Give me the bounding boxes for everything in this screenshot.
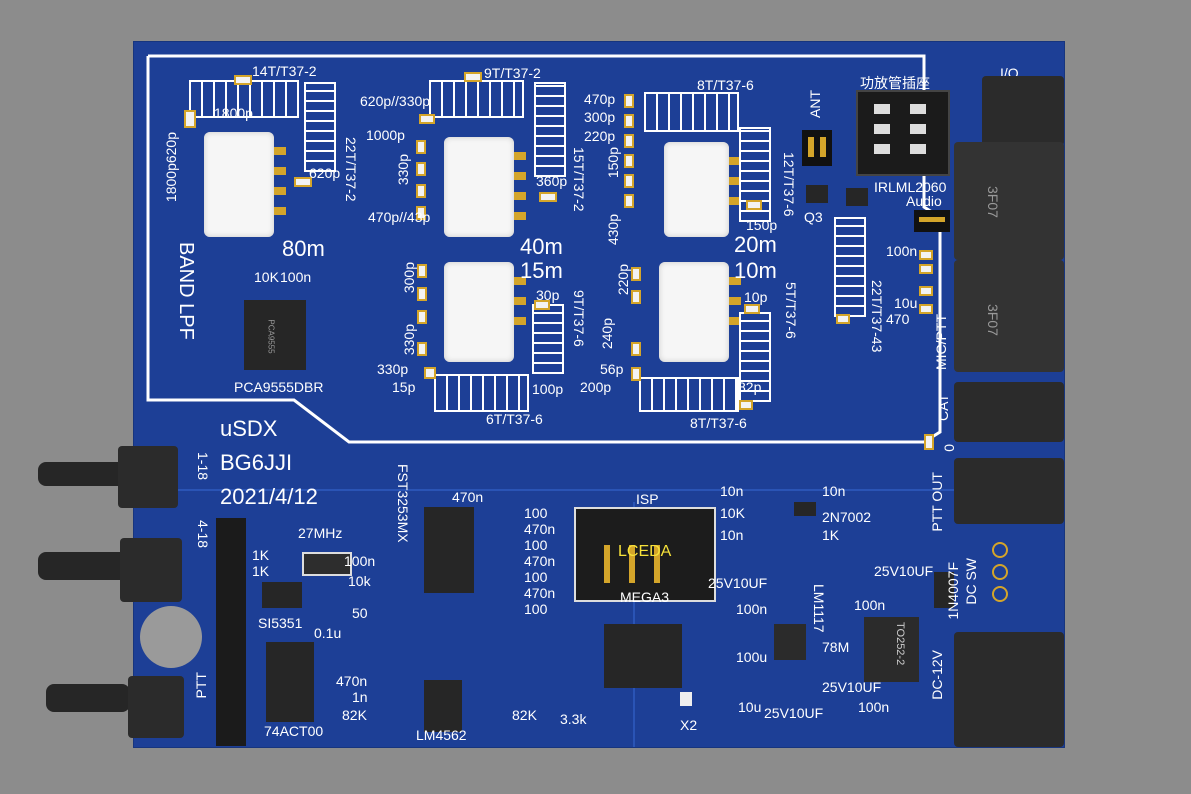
coil-footprint bbox=[429, 80, 524, 118]
coil-footprint bbox=[304, 82, 336, 172]
relay-15m bbox=[444, 262, 514, 362]
board-date: 2021/4/12 bbox=[220, 484, 318, 509]
coil-label: 9T/T37-6 bbox=[571, 290, 587, 347]
cat-jack[interactable] bbox=[954, 382, 1064, 442]
isp-header[interactable] bbox=[574, 507, 716, 602]
band-label-40m: 40m bbox=[520, 234, 563, 259]
power-amp-socket-label: 功放管插座 bbox=[860, 75, 930, 91]
coil-label: 15T/T37-2 bbox=[571, 147, 587, 212]
3f07-jack-lower[interactable] bbox=[954, 260, 1064, 372]
board-name: uSDX bbox=[220, 416, 278, 441]
band-label-80m: 80m bbox=[282, 236, 325, 261]
dc-sw-pad bbox=[992, 586, 1008, 602]
band-label-15m: 15m bbox=[520, 258, 563, 283]
electrolytic-cap bbox=[140, 606, 202, 668]
band-label-20m: 20m bbox=[734, 232, 777, 257]
relay-20m bbox=[664, 142, 729, 237]
diode-1n4007 bbox=[934, 572, 954, 608]
relay-40m bbox=[444, 137, 514, 237]
lm4562-chip bbox=[424, 680, 462, 732]
lceda-logo: LCEDA bbox=[618, 543, 672, 560]
dc-sw-pad bbox=[992, 542, 1008, 558]
coil-label: 8T/T37-6 bbox=[690, 415, 747, 431]
encoder-knob-middle[interactable] bbox=[38, 552, 128, 580]
coil-footprint bbox=[834, 217, 866, 317]
switch-body-top bbox=[118, 446, 178, 508]
dc-sw-pad bbox=[992, 564, 1008, 580]
ptt-out-jack[interactable] bbox=[954, 458, 1064, 524]
2n7002-transistor bbox=[794, 502, 816, 516]
fst3253-chip bbox=[424, 507, 474, 593]
switch-body-bottom bbox=[128, 676, 184, 738]
coil-label: 22T/T37-43 bbox=[869, 280, 885, 353]
band-lpf-title: BAND LPF bbox=[175, 242, 197, 340]
q3-transistor bbox=[806, 185, 828, 203]
coil-label: 22T/T37-2 bbox=[343, 137, 359, 202]
coil-label: 5T/T37-6 bbox=[783, 282, 799, 339]
78m-regulator bbox=[864, 617, 919, 682]
coil-label: 9T/T37-2 bbox=[484, 65, 541, 81]
coil-label: 6T/T37-6 bbox=[486, 411, 543, 427]
pca9555-chip bbox=[244, 300, 306, 370]
relay-10m bbox=[659, 262, 729, 362]
coil-label: 12T/T37-6 bbox=[781, 152, 797, 217]
board-callsign: BG6JJI bbox=[220, 450, 293, 475]
header-pins bbox=[216, 518, 246, 746]
io-jack[interactable] bbox=[982, 76, 1064, 146]
ant-header[interactable] bbox=[802, 130, 832, 166]
coil-footprint bbox=[739, 312, 771, 402]
coil-label: 14T/T37-2 bbox=[252, 63, 317, 79]
power-amp-socket[interactable] bbox=[856, 90, 950, 176]
crystal-27mhz bbox=[302, 552, 352, 576]
coil-footprint bbox=[434, 374, 529, 412]
coil-footprint bbox=[639, 377, 739, 412]
coil-footprint bbox=[644, 92, 739, 132]
band-label-10m: 10m bbox=[734, 258, 777, 283]
3f07-jack-upper[interactable] bbox=[954, 142, 1064, 260]
coil-footprint bbox=[532, 304, 564, 374]
encoder-knob-top[interactable] bbox=[38, 462, 128, 486]
irlml-transistor bbox=[846, 188, 868, 206]
si5351-chip bbox=[262, 582, 302, 608]
switch-body-middle bbox=[120, 538, 182, 602]
coil-label: 8T/T37-6 bbox=[697, 77, 754, 93]
pcb-board: PCA9555 14T/T37-2 9T/T37-2 8T/T37-6 22T/… bbox=[134, 42, 1064, 747]
74act00-chip bbox=[266, 642, 314, 722]
lm1117-regulator bbox=[774, 624, 806, 660]
encoder-knob-bottom[interactable] bbox=[46, 684, 130, 712]
relay-80m bbox=[204, 132, 274, 237]
mega-chip bbox=[604, 624, 682, 688]
x2-crystal bbox=[680, 692, 692, 706]
dc-power-jack[interactable] bbox=[954, 632, 1064, 747]
coil-footprint bbox=[534, 82, 566, 177]
